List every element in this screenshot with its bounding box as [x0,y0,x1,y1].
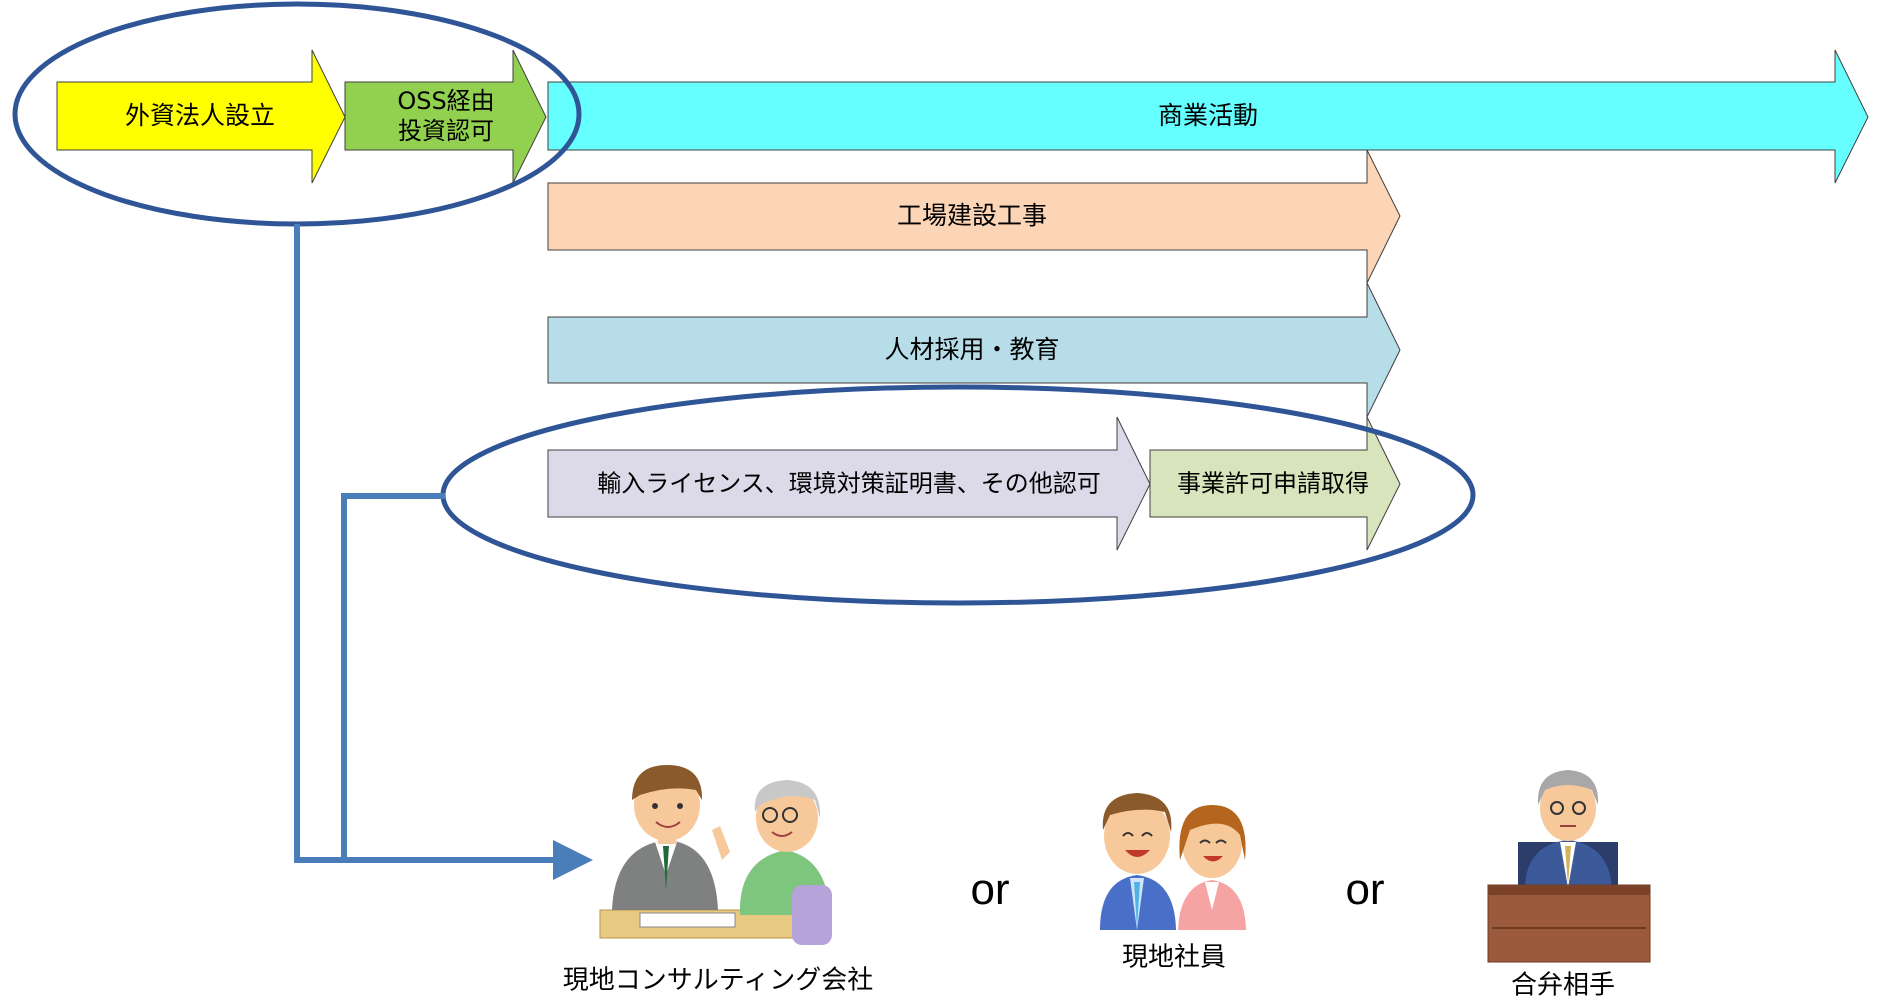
jv-partner-illustration [1487,770,1651,963]
arrow-business-permit [1149,416,1401,551]
arrow-oss [344,49,547,184]
arrow-licenses [547,416,1151,551]
caption-consulting: 現地コンサルティング会社 [562,965,874,996]
label-oss-line1: OSS経由 [397,87,495,115]
or-separator-1: or [970,865,1010,914]
label-oss-line2: 投資認可 [397,117,494,145]
caption-jv-partner: 合弁相手 [1510,970,1616,1001]
local-staff-illustration [1100,793,1246,930]
label-commerce: 商業活動 [1157,100,1259,130]
connector-line-permits [341,493,445,860]
label-oss: OSS経由 投資認可 [397,86,494,146]
caption-local-staff: 現地社員 [1121,942,1227,973]
label-business-permit: 事業許可申請取得 [1177,469,1369,498]
arrow-commerce [547,49,1869,184]
arrow-factory [547,149,1401,284]
connector-line-initial [294,224,570,863]
arrow-establish [56,49,346,184]
label-establish: 外資法人設立 [124,100,276,130]
connector-arrowhead [553,840,593,880]
or-separator-2: or [1345,865,1385,914]
consulting-meeting-illustration [599,765,832,945]
arrow-hiring [547,282,1401,418]
label-factory: 工場建設工事 [896,200,1048,230]
label-licenses: 輸入ライセンス、環境対策証明書、その他認可 [597,469,1101,498]
label-hiring: 人材採用・教育 [884,334,1060,364]
